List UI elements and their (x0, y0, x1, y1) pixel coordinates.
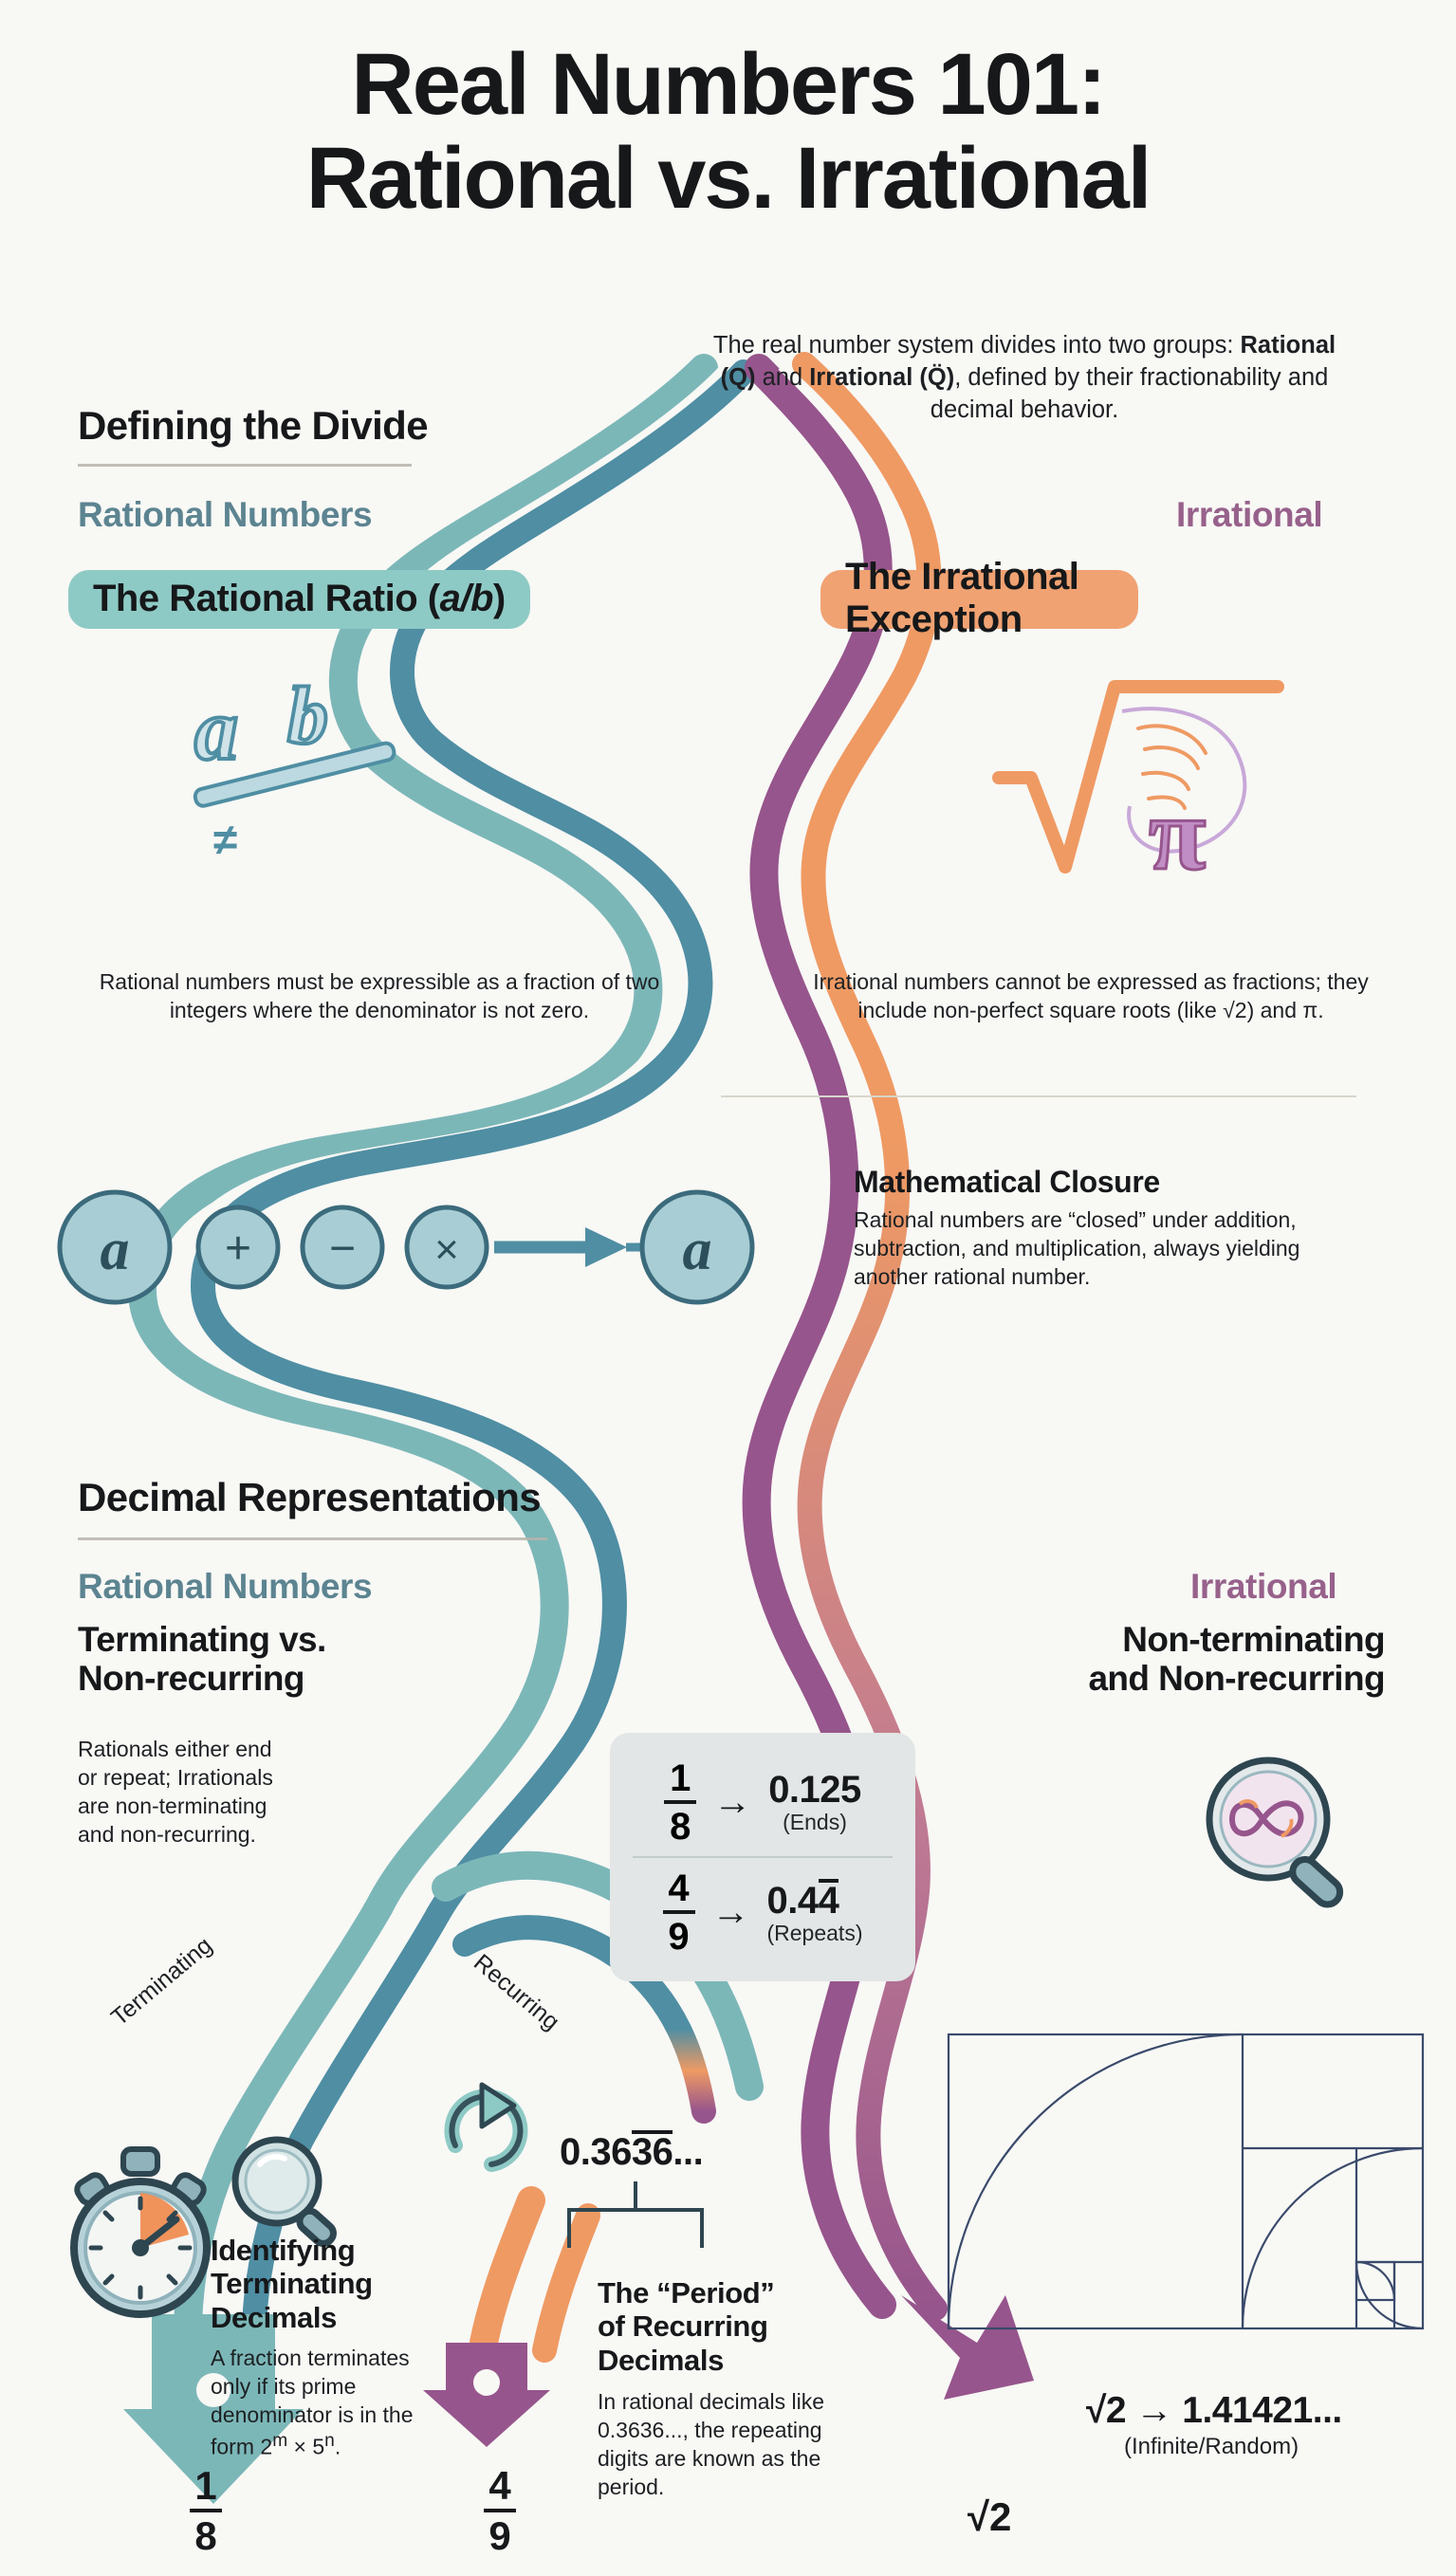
pill-irrational-exception: The Irrational Exception (820, 556, 1138, 640)
section-divider-3 (78, 1537, 547, 1540)
irrational-definition-body: Irrational numbers cannot be expressed a… (813, 969, 1369, 1023)
arrow-right-icon: → (713, 1780, 752, 1823)
sqrt-pi-icon: π (992, 680, 1284, 892)
intro-paragraph: The real number system divides into two … (697, 330, 1352, 427)
fraction-bar (662, 1909, 695, 1914)
infinity-magnifier-icon (1206, 1757, 1344, 1908)
period-body: In rational decimals like 0.3636..., the… (598, 2389, 825, 2499)
fibonacci-spiral-icon (947, 2033, 1425, 2330)
period-bracket (567, 2181, 704, 2248)
fraction-row-2: 4 9 → 0.44 (Repeats) (610, 1860, 915, 1964)
column-head-rational-1: Rational Numbers (78, 495, 373, 534)
fraction-bar (484, 2509, 516, 2512)
identifying-terminating-body: A fraction terminates only if its prime … (211, 2345, 448, 2461)
pill-rational-ratio: The Rational Ratio (a/b) (68, 570, 530, 629)
intro-part-2: , defined by their fractionability and d… (930, 363, 1329, 423)
pill-rational-pre: The Rational Ratio ( (93, 577, 440, 619)
svg-text:a: a (101, 1218, 130, 1282)
irrational-decimal-subtitle: Non-terminating and Non-recurring (797, 1620, 1385, 1699)
branch-label-recurring: Recurring (469, 1949, 565, 2036)
fraction-row-2-result-overline: 4 (818, 1878, 839, 1922)
recurring-result-fraction: 4 9 (484, 2466, 516, 2556)
column-head-irrational-1: Irrational (1176, 495, 1323, 534)
svg-text:b: b (287, 670, 328, 761)
rational-decimal-subtitle: Terminating vs. Non-recurring (78, 1620, 457, 1699)
fraction-4-9: 4 9 (662, 1869, 695, 1956)
identifying-terminating-title-l2: Terminating (211, 2267, 373, 2301)
fraction-row-1: 1 8 → 0.125 (Ends) (610, 1750, 915, 1854)
recurring-decimal-value: 0.3636... (560, 2130, 704, 2174)
period-title: The “Period” of Recurring Decimals (598, 2276, 835, 2377)
fraction-row-2-result-group: 0.44 (Repeats) (766, 1878, 863, 1946)
closure-operation-chain: a + − × a (57, 1189, 755, 1305)
section-divider-1 (78, 464, 412, 467)
svg-text:a: a (683, 1218, 712, 1282)
closure-body: Rational numbers are “closed” under addi… (854, 1207, 1300, 1289)
identifying-terminating-body-post: . (334, 2434, 341, 2459)
column-head-irrational-2: Irrational (1190, 1567, 1337, 1606)
irrational-decimal-subtitle-l2: and Non-recurring (1088, 1659, 1385, 1699)
fraction-row-1-result: 0.125 (768, 1769, 861, 1811)
recurring-decimal-base: 0.36 (560, 2131, 632, 2173)
sqrt2-expansion: √2 → 1.41421... (1086, 2390, 1342, 2431)
magnifier-icon (231, 2136, 337, 2247)
refresh-cycle-icon (444, 2082, 528, 2172)
fraction-row-2-result: 0.4 (766, 1879, 820, 1922)
section-divider-2 (721, 1095, 1356, 1097)
rational-decimal-subtitle-l1: Terminating vs. (78, 1620, 326, 1659)
fraction-4-9-bottom: 4 9 (484, 2466, 516, 2556)
fraction-examples-card: 1 8 → 0.125 (Ends) 4 9 → 0.44 (Repeats) (610, 1733, 915, 1981)
identifying-terminating-body-mid: × 5 (287, 2434, 325, 2459)
period-title-l3: Decimals (598, 2343, 724, 2377)
stopwatch-icon (70, 2146, 211, 2318)
svg-text:×: × (434, 1226, 459, 1273)
svg-text:a: a (194, 681, 238, 778)
rational-decimal-body: Rationals either end or repeat; Irration… (78, 1737, 273, 1847)
intro-bold-irrational: Irrational (Q̈) (809, 363, 955, 391)
title-line-1: Real Numbers 101: (351, 36, 1106, 133)
identifying-terminating-body-pre: A fraction terminates only if its prime … (211, 2346, 414, 2459)
identifying-terminating-exp-n: n (324, 2430, 335, 2451)
identifying-terminating-title: Identifying Terminating Decimals (211, 2234, 438, 2334)
svg-text:+: + (225, 1224, 251, 1274)
recurring-decimal-overline: 36 (631, 2130, 673, 2173)
section-title-decimal-representations: Decimal Representations (78, 1475, 542, 1519)
fraction-1-8: 1 8 (664, 1759, 697, 1846)
irrational-result-label: √2 (968, 2494, 1012, 2539)
fraction-card-divider (633, 1856, 893, 1858)
branch-label-terminating: Terminating (106, 1931, 217, 2032)
pill-rational-italic: a/b (439, 577, 494, 619)
fraction-row-1-note: (Ends) (783, 1810, 847, 1834)
a-over-b-fraction-icon: a b ≠ (193, 669, 396, 864)
fraction-1-8-bottom: 1 8 (190, 2466, 222, 2556)
closure-title: Mathematical Closure (854, 1165, 1160, 1199)
period-title-l1: The “Period” (598, 2276, 775, 2309)
period-title-l2: of Recurring (598, 2309, 768, 2344)
arrow-right-icon: → (711, 1890, 750, 1933)
fraction-row-1-result-group: 0.125 (Ends) (768, 1769, 861, 1835)
sqrt2-expansion-note: (Infinite/Random) (1124, 2434, 1299, 2459)
intro-mid: and (755, 363, 810, 391)
intro-part-1: The real number system divides into two … (712, 332, 1241, 359)
svg-text:≠: ≠ (213, 815, 237, 864)
terminating-result-fraction: 1 8 (190, 2466, 222, 2556)
recurring-decimal-tail: ... (673, 2131, 704, 2173)
svg-text:−: − (329, 1224, 356, 1274)
section-title-defining-the-divide: Defining the Divide (78, 403, 429, 448)
irrational-decimal-subtitle-l1: Non-terminating (1122, 1620, 1385, 1659)
identifying-terminating-title-l3: Decimals (211, 2300, 337, 2334)
page-title: Real Numbers 101: Rational vs. Irrationa… (0, 36, 1456, 228)
fraction-bar (190, 2509, 222, 2512)
rational-decimal-subtitle-l2: Non-recurring (78, 1659, 304, 1699)
intro-bold-rational: Rational (Q) (720, 332, 1336, 391)
fraction-bar (664, 1799, 697, 1804)
pill-rational-post: ) (492, 577, 506, 619)
rational-definition-body: Rational numbers must be expressible as … (99, 969, 660, 1023)
column-head-rational-2: Rational Numbers (78, 1567, 373, 1606)
identifying-terminating-title-l1: Identifying (211, 2234, 356, 2267)
identifying-terminating-exp-m: m (272, 2430, 288, 2451)
svg-text:π: π (1149, 776, 1206, 892)
fraction-row-2-note: (Repeats) (766, 1920, 863, 1945)
title-line-2: Rational vs. Irrational (305, 130, 1152, 228)
